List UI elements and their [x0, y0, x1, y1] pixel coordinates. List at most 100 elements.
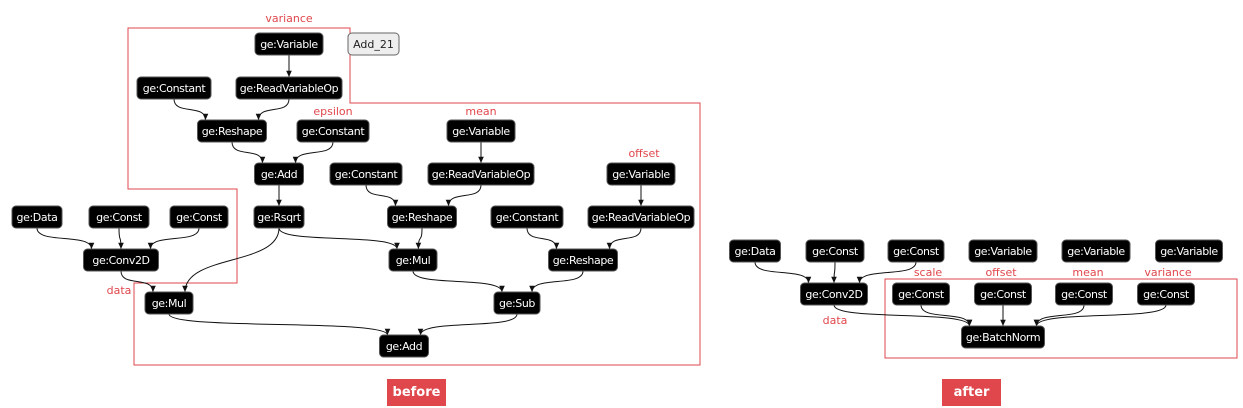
before-node-reshape3[interactable]: ge:Reshape	[548, 248, 618, 272]
after-input-label-offset: offset	[985, 266, 1017, 279]
after-node-bn[interactable]: ge:BatchNorm	[961, 325, 1045, 349]
before-node-mul2[interactable]: ge:Mul	[144, 291, 194, 315]
before-edge-rvo1-to-reshape1	[255, 98, 290, 121]
node-label: ge:Variable	[1160, 245, 1218, 258]
tooltip-add-21: Add_21	[347, 32, 400, 56]
before-edge-rsqrt-to-mul2	[182, 227, 280, 293]
node-label: ge:Data	[17, 211, 58, 224]
node-label: ge:Reshape	[392, 211, 453, 224]
before-edge-rvo3-to-reshape3	[606, 227, 642, 250]
after-node-cMean[interactable]: ge:Const	[1055, 282, 1113, 306]
before-edge-reshape1-to-add1	[231, 141, 266, 164]
before-edge-const3-to-reshape3	[526, 227, 560, 250]
before-node-reshape1[interactable]: ge:Reshape	[197, 119, 267, 143]
node-label: ge:Variable	[612, 168, 670, 181]
before-input-label-variance: variance	[265, 12, 313, 25]
node-label: ge:ReadVariableOp	[240, 82, 339, 95]
node-label: ge:Mul	[152, 297, 187, 310]
node-label: ge:ReadVariableOp	[592, 211, 691, 224]
before-edge-cst1-to-conv	[118, 227, 124, 250]
before-edge-conv-to-mul2	[120, 270, 156, 293]
node-label: ge:Reshape	[202, 125, 263, 138]
svg-text:Add_21: Add_21	[353, 38, 394, 51]
node-label: ge:Variable	[1067, 245, 1125, 258]
node-label: ge:Const	[812, 245, 859, 258]
after-edge-cst2-to-conv	[856, 261, 917, 284]
before-node-rsqrt[interactable]: ge:Rsqrt	[253, 205, 305, 229]
before-node-const3[interactable]: ge:Constant	[490, 205, 564, 229]
before-caption: before	[387, 379, 446, 406]
node-label: ge:Data	[735, 245, 776, 258]
before-node-mul1[interactable]: ge:Mul	[388, 248, 438, 272]
after-node-cScale[interactable]: ge:Const	[892, 282, 950, 306]
before-node-reshape2[interactable]: ge:Reshape	[387, 205, 457, 229]
before-edge-cst2-to-conv	[147, 227, 200, 250]
before-node-varMean[interactable]: ge:Variable	[446, 119, 516, 143]
before-node-var1[interactable]: ge:Variable	[254, 32, 324, 56]
node-label: ge:Const	[898, 288, 945, 301]
before-input-label-mean: mean	[465, 105, 496, 118]
node-label: ge:Reshape	[553, 254, 614, 267]
after-edge-cScale-to-bn	[920, 304, 973, 327]
before-edge-eps-to-add1	[292, 141, 334, 164]
node-label: ge:Const	[893, 245, 940, 258]
before-node-varOffset[interactable]: ge:Variable	[606, 162, 676, 186]
node-label: ge:BatchNorm	[966, 331, 1040, 344]
node-label: ge:Const	[1143, 288, 1190, 301]
after-fusion-region	[884, 278, 1238, 359]
before-edge-mul2-to-add2	[168, 313, 391, 336]
after-input-label-mean: mean	[1072, 266, 1103, 279]
before-node-add1[interactable]: ge:Add	[254, 162, 304, 186]
before-edge-mul1-to-sub	[412, 270, 505, 293]
before-node-conv[interactable]: ge:Conv2D	[83, 248, 159, 272]
before-node-rvo1[interactable]: ge:ReadVariableOp	[235, 76, 343, 100]
node-label: ge:Const	[980, 288, 1027, 301]
before-node-rvo2[interactable]: ge:ReadVariableOp	[427, 162, 535, 186]
node-label: ge:Add	[261, 168, 297, 181]
node-label: ge:Constant	[302, 125, 366, 138]
node-label: ge:Sub	[499, 297, 535, 310]
before-node-const1[interactable]: ge:Constant	[136, 76, 212, 100]
node-label: ge:Const	[176, 211, 223, 224]
after-node-cst1[interactable]: ge:Const	[805, 239, 865, 263]
after-node-v3[interactable]: ge:Variable	[1155, 239, 1223, 263]
before-edge-const2-to-reshape2	[365, 184, 399, 207]
before-input-label-data: data	[107, 284, 132, 297]
node-label: ge:Rsqrt	[257, 211, 302, 224]
node-label: ge:Variable	[452, 125, 510, 138]
before-node-add2[interactable]: ge:Add	[379, 334, 429, 358]
node-label: ge:Variable	[974, 245, 1032, 258]
node-label: ge:Const	[96, 211, 143, 224]
after-edge-cVar-to-bn	[1033, 304, 1167, 327]
after-node-cVar[interactable]: ge:Const	[1137, 282, 1195, 306]
before-edge-reshape3-to-sub	[529, 270, 584, 293]
before-edge-data-to-conv	[36, 227, 95, 250]
before-node-rvo3[interactable]: ge:ReadVariableOp	[587, 205, 695, 229]
after-input-label-data: data	[823, 314, 848, 327]
after-node-cOffset[interactable]: ge:Const	[974, 282, 1032, 306]
after-node-v1[interactable]: ge:Variable	[968, 239, 1038, 263]
node-label: ge:Mul	[396, 254, 431, 267]
before-node-sub[interactable]: ge:Sub	[493, 291, 541, 315]
before-node-data[interactable]: ge:Data	[11, 205, 63, 229]
before-node-eps[interactable]: ge:Constant	[296, 119, 370, 143]
before-node-cst2[interactable]: ge:Const	[169, 205, 229, 229]
after-node-cst2[interactable]: ge:Const	[887, 239, 945, 263]
node-label: ge:Constant	[496, 211, 560, 224]
after-edge-cst1-to-conv	[831, 261, 837, 284]
after-node-data[interactable]: ge:Data	[729, 239, 781, 263]
before-node-const2[interactable]: ge:Constant	[329, 162, 403, 186]
after-node-conv[interactable]: ge:Conv2D	[800, 282, 868, 306]
node-label: ge:Constant	[335, 168, 399, 181]
after-node-v2[interactable]: ge:Variable	[1061, 239, 1131, 263]
before-node-cst1[interactable]: ge:Const	[88, 205, 150, 229]
after-edge-data-to-conv	[754, 261, 812, 284]
node-label: ge:Add	[386, 340, 422, 353]
after-input-label-scale: scale	[914, 266, 943, 279]
after-caption: after	[942, 379, 1001, 406]
after-input-label-variance: variance	[1144, 266, 1192, 279]
before-edge-reshape2-to-mul1	[415, 227, 423, 250]
node-label: ge:Constant	[143, 82, 207, 95]
node-label: ge:Const	[1061, 288, 1108, 301]
